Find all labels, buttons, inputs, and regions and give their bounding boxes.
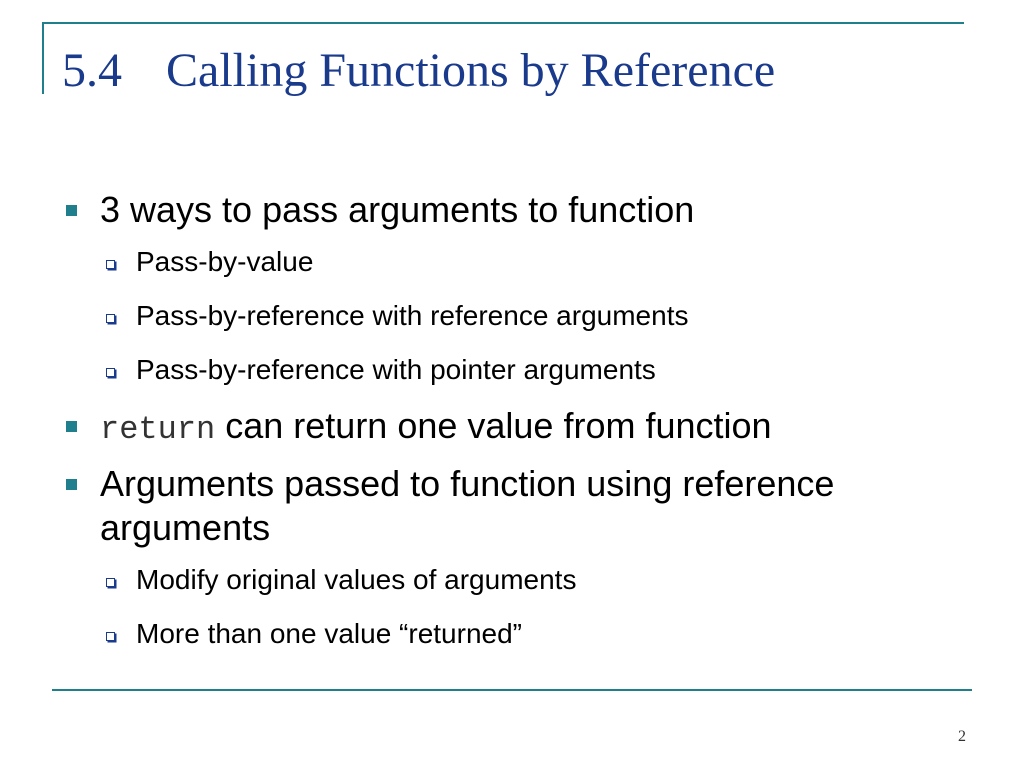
bullet-item: 3 ways to pass arguments to function <box>62 188 962 232</box>
page-number: 2 <box>958 728 966 745</box>
title-frame-top-line <box>42 22 964 24</box>
sub-bullet-item: Pass-by-reference with pointer arguments <box>62 350 962 390</box>
square-bullet-icon <box>66 479 77 490</box>
footer-rule <box>52 689 972 691</box>
sub-bullet-item: Modify original values of arguments <box>62 560 962 600</box>
sub-bullet-item: More than one value “returned” <box>62 614 962 654</box>
slide-title-text: Calling Functions by Reference <box>166 44 776 97</box>
slide-title: 5.4 Calling Functions by Reference <box>62 42 775 100</box>
bullet-item: return can return one value from functio… <box>62 404 962 452</box>
square-bullet-icon <box>66 421 77 432</box>
checkbox-bullet-icon <box>106 368 115 377</box>
bullet-text: Arguments passed to function using refer… <box>100 463 835 548</box>
checkbox-bullet-icon <box>106 314 115 323</box>
bullet-text: 3 ways to pass arguments to function <box>100 189 695 230</box>
square-bullet-icon <box>66 205 77 216</box>
bullet-item: Arguments passed to function using refer… <box>62 462 962 550</box>
bullet-list: 3 ways to pass arguments to function Pas… <box>62 188 962 668</box>
code-keyword: return <box>100 411 216 448</box>
sub-bullet-text: Modify original values of arguments <box>136 564 577 595</box>
bullet-text: can return one value from function <box>225 405 772 446</box>
checkbox-bullet-icon <box>106 578 115 587</box>
title-frame-left-line <box>42 22 44 94</box>
sub-bullet-item: Pass-by-value <box>62 242 962 282</box>
slide-title-number: 5.4 <box>62 44 122 97</box>
sub-bullet-text: More than one value “returned” <box>136 618 522 649</box>
sub-bullet-text: Pass-by-reference with pointer arguments <box>136 354 656 385</box>
sub-bullet-text: Pass-by-value <box>136 246 314 277</box>
sub-bullet-text: Pass-by-reference with reference argumen… <box>136 300 689 331</box>
checkbox-bullet-icon <box>106 260 115 269</box>
checkbox-bullet-icon <box>106 632 115 641</box>
sub-bullet-item: Pass-by-reference with reference argumen… <box>62 296 962 336</box>
